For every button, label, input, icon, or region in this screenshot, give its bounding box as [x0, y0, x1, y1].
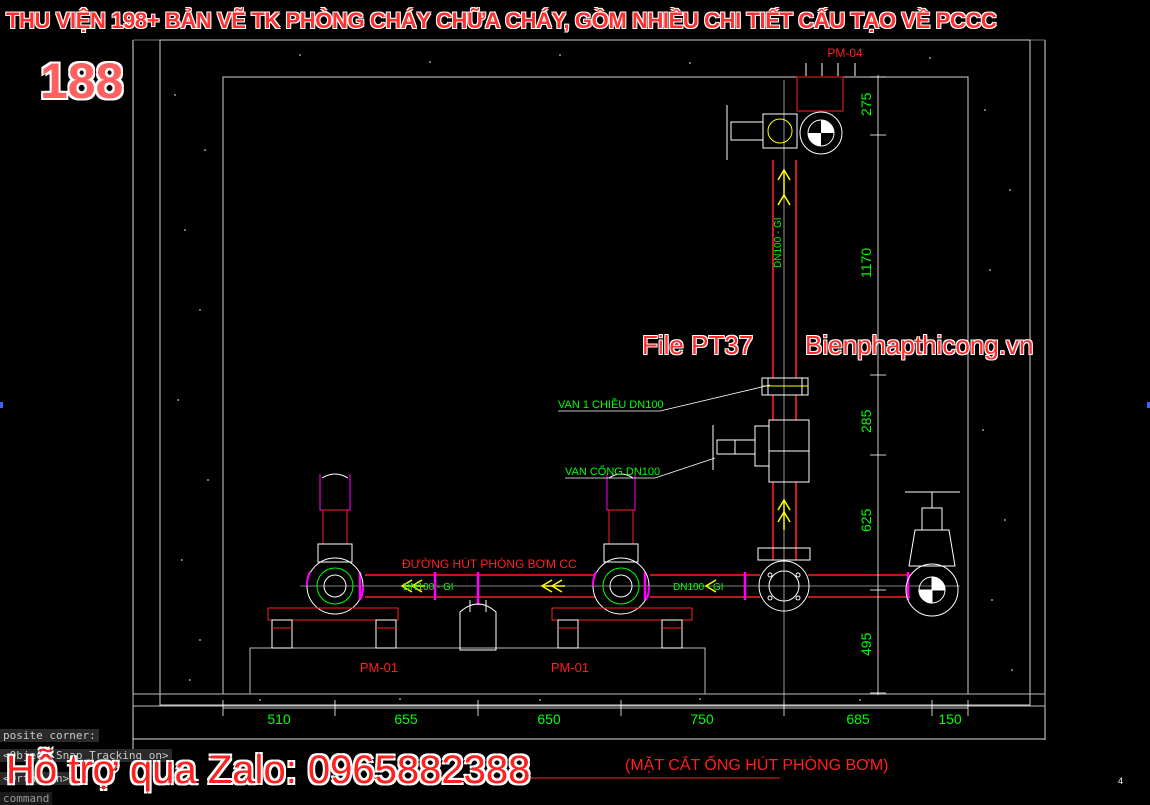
section-title: (MẶT CẮT ỐNG HÚT PHÒNG BƠM)	[625, 754, 889, 774]
callout-check-valve: VAN 1 CHIỀU DN100	[558, 398, 664, 411]
pipe-couplings	[358, 572, 910, 605]
pump-plinth	[249, 647, 706, 695]
pipe-label-suction-left: DN100 - GI	[403, 582, 454, 593]
dim-655: 655	[394, 711, 418, 727]
dim-285: 285	[858, 409, 874, 433]
viewport-marker-left	[0, 402, 3, 408]
pump-2	[591, 473, 651, 615]
horizontal-dimension-line	[222, 700, 969, 716]
vertical-dimensions: 275 1170 285 625 495	[858, 92, 874, 656]
viewport-marker-right	[1147, 402, 1150, 408]
right-gate-valve	[905, 491, 960, 617]
vertical-dimension-line	[870, 75, 886, 695]
header-flow-arrows	[400, 579, 717, 593]
horizontal-dimensions: 510 655 650 750 685 150	[267, 711, 962, 727]
count-badge: 188	[40, 53, 124, 109]
site-watermark: Bienphapthicong.vn	[805, 330, 1034, 360]
zalo-support-banner: Hỗ trợ qua Zalo: 0965882388	[6, 748, 531, 792]
pipe-label-vertical: DN100 - GI	[773, 217, 784, 268]
command-input[interactable]: command	[0, 792, 53, 805]
dim-650: 650	[537, 711, 561, 727]
suction-header	[365, 574, 910, 598]
dim-750: 750	[690, 711, 714, 727]
dim-150: 150	[938, 711, 962, 727]
concrete-hatch	[174, 54, 1016, 701]
ucs-corner-mark: 4	[1118, 776, 1124, 786]
dim-510: 510	[267, 711, 291, 727]
tag-pm01-left: PM-01	[360, 660, 398, 675]
riser-pipe	[772, 160, 797, 560]
top-gate-valve	[726, 105, 798, 160]
dim-685: 685	[846, 711, 870, 727]
dim-275: 275	[858, 92, 874, 116]
top-bolts	[805, 63, 856, 76]
tag-pm01-right: PM-01	[551, 660, 589, 675]
riser-gate-valve	[712, 419, 810, 483]
pipe-label-suction-right: DN100 - GI	[673, 582, 724, 593]
file-watermark: File PT37	[642, 330, 754, 360]
pm04-box	[796, 76, 844, 112]
top-elbow	[799, 111, 843, 155]
callout-suction-line: ĐƯỜNG HÚT PHÒNG BƠM CC	[402, 556, 577, 571]
dim-1170: 1170	[858, 248, 874, 278]
dim-625: 625	[858, 508, 874, 532]
command-history-line: <Ortho on>	[0, 772, 73, 785]
command-history-line: posite corner:	[0, 729, 99, 742]
tag-pm04: PM-04	[827, 46, 863, 60]
pump-1	[305, 473, 365, 615]
callout-leaders	[558, 384, 771, 479]
vibration-isolators	[267, 600, 693, 651]
riser-flow-arrows	[777, 168, 791, 530]
library-banner: THU VIỆN 198+ BẢN VẼ TK PHÒNG CHÁY CHỮA …	[6, 8, 997, 33]
callout-gate-valve: VAN CỔNG DN100	[565, 465, 660, 478]
dim-495: 495	[858, 632, 874, 656]
command-history-line: <Object Snap Tracking on>	[0, 749, 172, 762]
